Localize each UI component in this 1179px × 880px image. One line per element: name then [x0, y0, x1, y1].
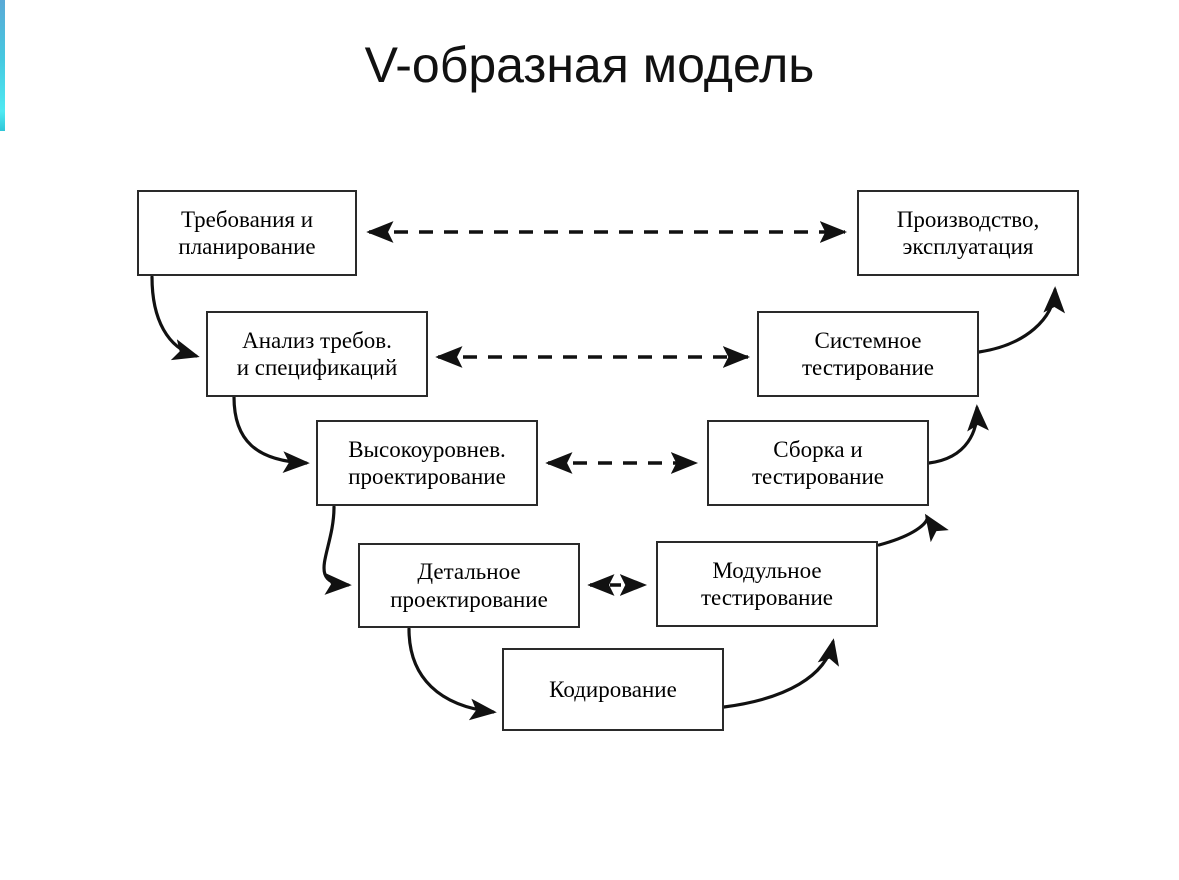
node-production-line2: эксплуатация — [902, 234, 1034, 259]
node-integration-testing-line2: тестирование — [752, 464, 884, 489]
flow-analysis-hld — [232, 395, 310, 473]
node-integration-testing-line1: Сборка и — [773, 436, 863, 462]
node-unit-testing-line1: Модульное — [712, 557, 822, 583]
node-high-level-design-line2: проектирование — [348, 464, 506, 489]
flow-unit-integration — [877, 513, 949, 547]
flow-req-analysis — [150, 275, 200, 361]
node-requirements-line2: планирование — [178, 234, 316, 259]
node-detailed-design-line1: Детальное — [417, 559, 521, 585]
flow-coding-unit — [722, 638, 839, 709]
node-requirements[interactable]: Требования и планирование — [137, 190, 357, 276]
node-system-testing-line1: Системное — [814, 327, 922, 353]
node-detailed-design-line2: проектирование — [390, 586, 548, 612]
flow-system-production — [977, 286, 1066, 354]
accent-strip — [0, 0, 5, 131]
node-high-level-design-line1: Высокоуровнев. — [348, 436, 506, 462]
page-title: V-образная модель — [364, 37, 815, 93]
flow-hld-dd — [322, 505, 352, 595]
flow-integration-system — [927, 404, 989, 465]
node-requirements-line1: Требования и — [180, 206, 314, 232]
node-production-line1: Производство, — [896, 206, 1040, 232]
node-unit-testing-line2: тестирование — [701, 585, 833, 610]
flow-dd-coding — [407, 627, 497, 721]
node-unit-testing[interactable]: Модульное тестирование — [656, 541, 878, 627]
node-integration-testing[interactable]: Сборка и тестирование — [707, 420, 929, 506]
node-production[interactable]: Производство, эксплуатация — [857, 190, 1079, 276]
node-analysis-line2: и спецификаций — [236, 355, 398, 380]
node-analysis-line1: Анализ требов. — [242, 327, 392, 353]
node-system-testing-line2: тестирование — [802, 355, 934, 380]
node-coding-line1: Кодирование — [549, 676, 677, 702]
node-system-testing[interactable]: Системное тестирование — [757, 311, 979, 397]
node-coding[interactable]: Кодирование — [502, 648, 724, 731]
node-analysis[interactable]: Анализ требов. и спецификаций — [206, 311, 428, 397]
node-detailed-design[interactable]: Детальное проектирование — [358, 543, 580, 628]
node-high-level-design[interactable]: Высокоуровнев. проектирование — [316, 420, 538, 506]
